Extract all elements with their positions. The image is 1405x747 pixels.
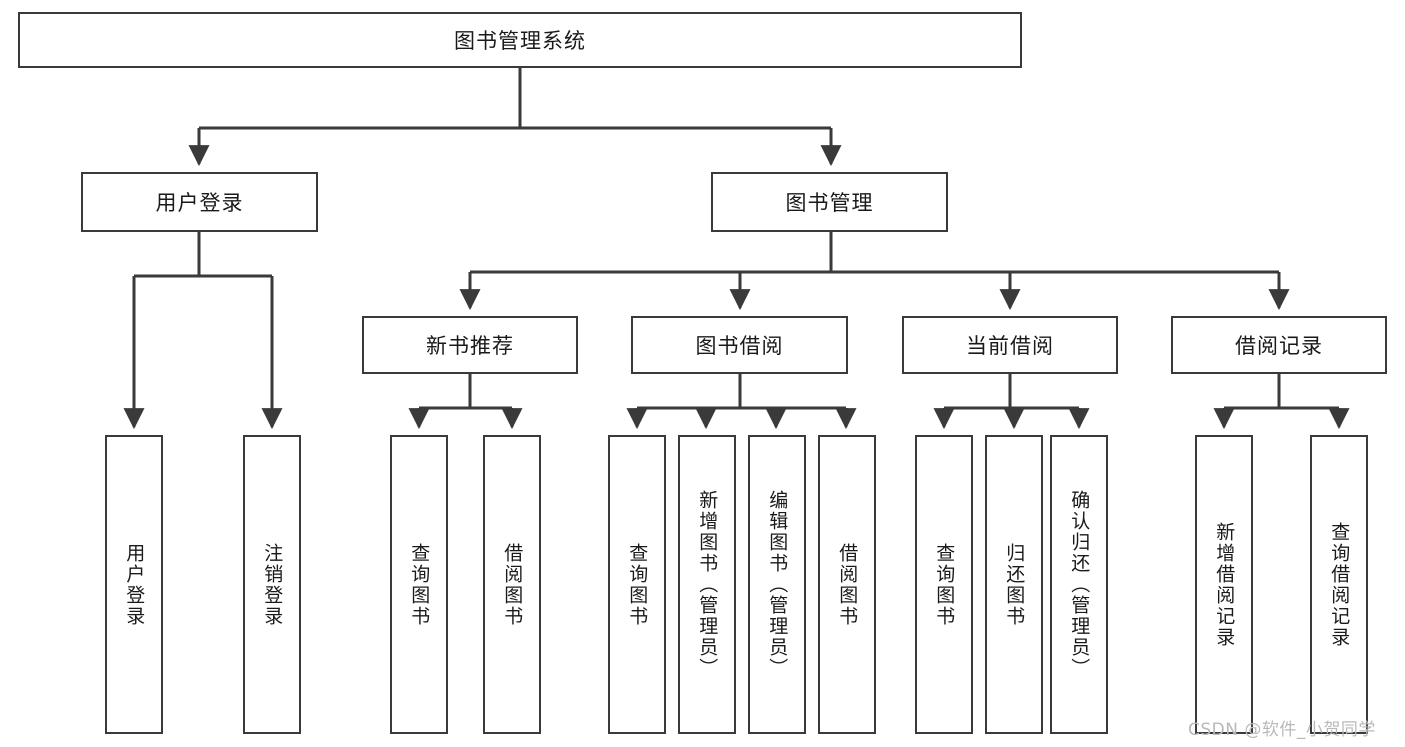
leaf-current-borrow-return[interactable]: 归还图书 xyxy=(985,435,1043,734)
leaf-user-login-logout[interactable]: 注销登录 xyxy=(243,435,301,734)
leaf-borrow-record-query[interactable]: 查询借阅记录 xyxy=(1310,435,1368,734)
leaf-user-login-login[interactable]: 用户登录 xyxy=(105,435,163,734)
node-label: 查询图书 xyxy=(626,542,649,627)
node-label: 新增借阅记录 xyxy=(1213,521,1236,648)
node-label: 注销登录 xyxy=(261,542,284,627)
leaf-book-borrow-add[interactable]: 新增图书（管理员） xyxy=(678,435,736,734)
node-label: 借阅记录 xyxy=(1235,334,1323,358)
node-label: 新增图书（管理员） xyxy=(696,490,719,679)
node-label: 归还图书 xyxy=(1003,542,1026,627)
node-new-book-recommend[interactable]: 新书推荐 xyxy=(362,316,578,374)
node-book-management[interactable]: 图书管理 xyxy=(711,172,948,232)
node-current-borrow[interactable]: 当前借阅 xyxy=(902,316,1118,374)
leaf-new-book-query[interactable]: 查询图书 xyxy=(390,435,448,734)
node-book-borrow[interactable]: 图书借阅 xyxy=(631,316,848,374)
node-label: 新书推荐 xyxy=(426,334,514,358)
node-root-book-management-system[interactable]: 图书管理系统 xyxy=(18,12,1022,68)
node-label: 确认归还（管理员） xyxy=(1068,490,1091,679)
node-label: 查询图书 xyxy=(408,542,431,627)
node-label: 用户登录 xyxy=(123,542,146,627)
leaf-current-borrow-query[interactable]: 查询图书 xyxy=(915,435,973,734)
node-label: 图书管理系统 xyxy=(454,29,586,53)
node-borrow-record[interactable]: 借阅记录 xyxy=(1171,316,1387,374)
leaf-borrow-record-add[interactable]: 新增借阅记录 xyxy=(1195,435,1253,734)
leaf-new-book-borrow[interactable]: 借阅图书 xyxy=(483,435,541,734)
node-label: 当前借阅 xyxy=(966,334,1054,358)
node-label: 用户登录 xyxy=(155,191,244,215)
leaf-book-borrow-borrow[interactable]: 借阅图书 xyxy=(818,435,876,734)
node-label: 查询借阅记录 xyxy=(1328,521,1351,648)
leaf-current-borrow-confirm-return[interactable]: 确认归还（管理员） xyxy=(1050,435,1108,734)
node-label: 查询图书 xyxy=(933,542,956,627)
leaf-book-borrow-query[interactable]: 查询图书 xyxy=(608,435,666,734)
node-label: 图书借阅 xyxy=(695,334,784,358)
leaf-book-borrow-edit[interactable]: 编辑图书（管理员） xyxy=(748,435,806,734)
node-label: 图书管理 xyxy=(785,191,874,215)
node-user-login[interactable]: 用户登录 xyxy=(81,172,318,232)
csdn-watermark: CSDN @软件_小贺同学 xyxy=(1188,720,1376,740)
node-label: 借阅图书 xyxy=(501,542,524,627)
node-label: 编辑图书（管理员） xyxy=(766,490,789,679)
node-label: 借阅图书 xyxy=(836,542,859,627)
